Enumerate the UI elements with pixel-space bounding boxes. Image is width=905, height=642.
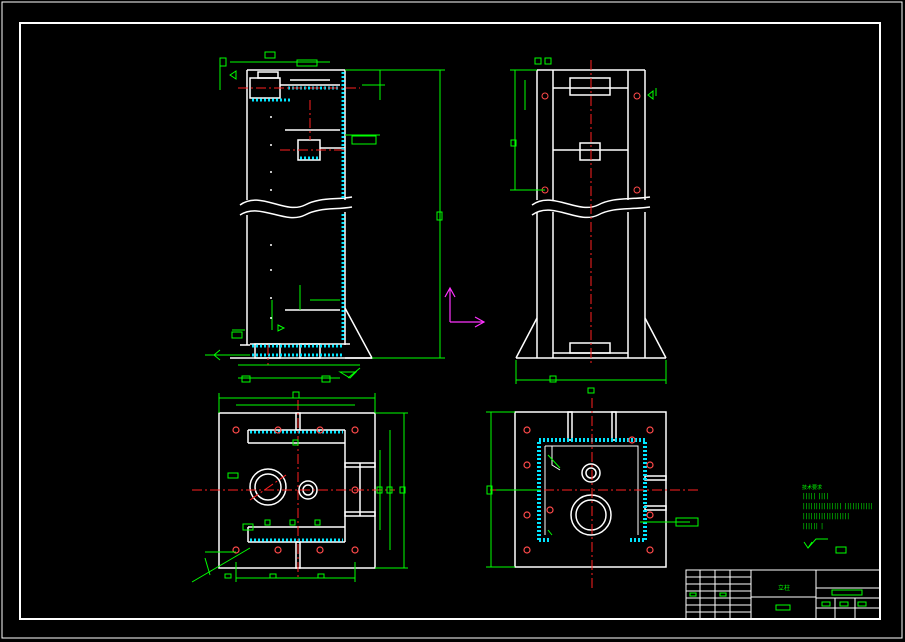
general-finish-box bbox=[835, 546, 847, 554]
notes-line-2: ||||||||||||||| ||||||||||| bbox=[802, 503, 873, 510]
front-centerlines bbox=[238, 87, 360, 365]
top-right-dimensions bbox=[486, 411, 699, 568]
surface-finish-symbol bbox=[803, 538, 828, 549]
title-block[interactable] bbox=[685, 569, 881, 620]
ucs-icon bbox=[444, 286, 486, 328]
top-right-holes bbox=[523, 426, 654, 554]
drawing-name: 立柱 bbox=[778, 584, 790, 592]
technical-notes: 技术要求 ||||| |||| ||||||||||||||| ||||||||… bbox=[802, 484, 874, 554]
notes-line-3: |||||||||||||||||| bbox=[802, 513, 849, 520]
inner-frame bbox=[19, 22, 881, 620]
top-left-section-hatch bbox=[250, 430, 343, 542]
notes-line-4: |||||| | bbox=[802, 523, 823, 530]
notes-line-1: ||||| |||| bbox=[802, 493, 829, 500]
side-dimensions bbox=[510, 57, 667, 394]
top-left-centerlines bbox=[192, 400, 395, 580]
top-left-holes bbox=[232, 426, 359, 554]
top-right-centerlines bbox=[490, 398, 700, 590]
top-left-dimensions bbox=[191, 391, 408, 583]
title-block-text: 立柱 bbox=[689, 584, 867, 611]
notes-heading: 技术要求 bbox=[802, 484, 822, 491]
front-points bbox=[270, 116, 272, 319]
front-dimensions bbox=[205, 51, 445, 383]
